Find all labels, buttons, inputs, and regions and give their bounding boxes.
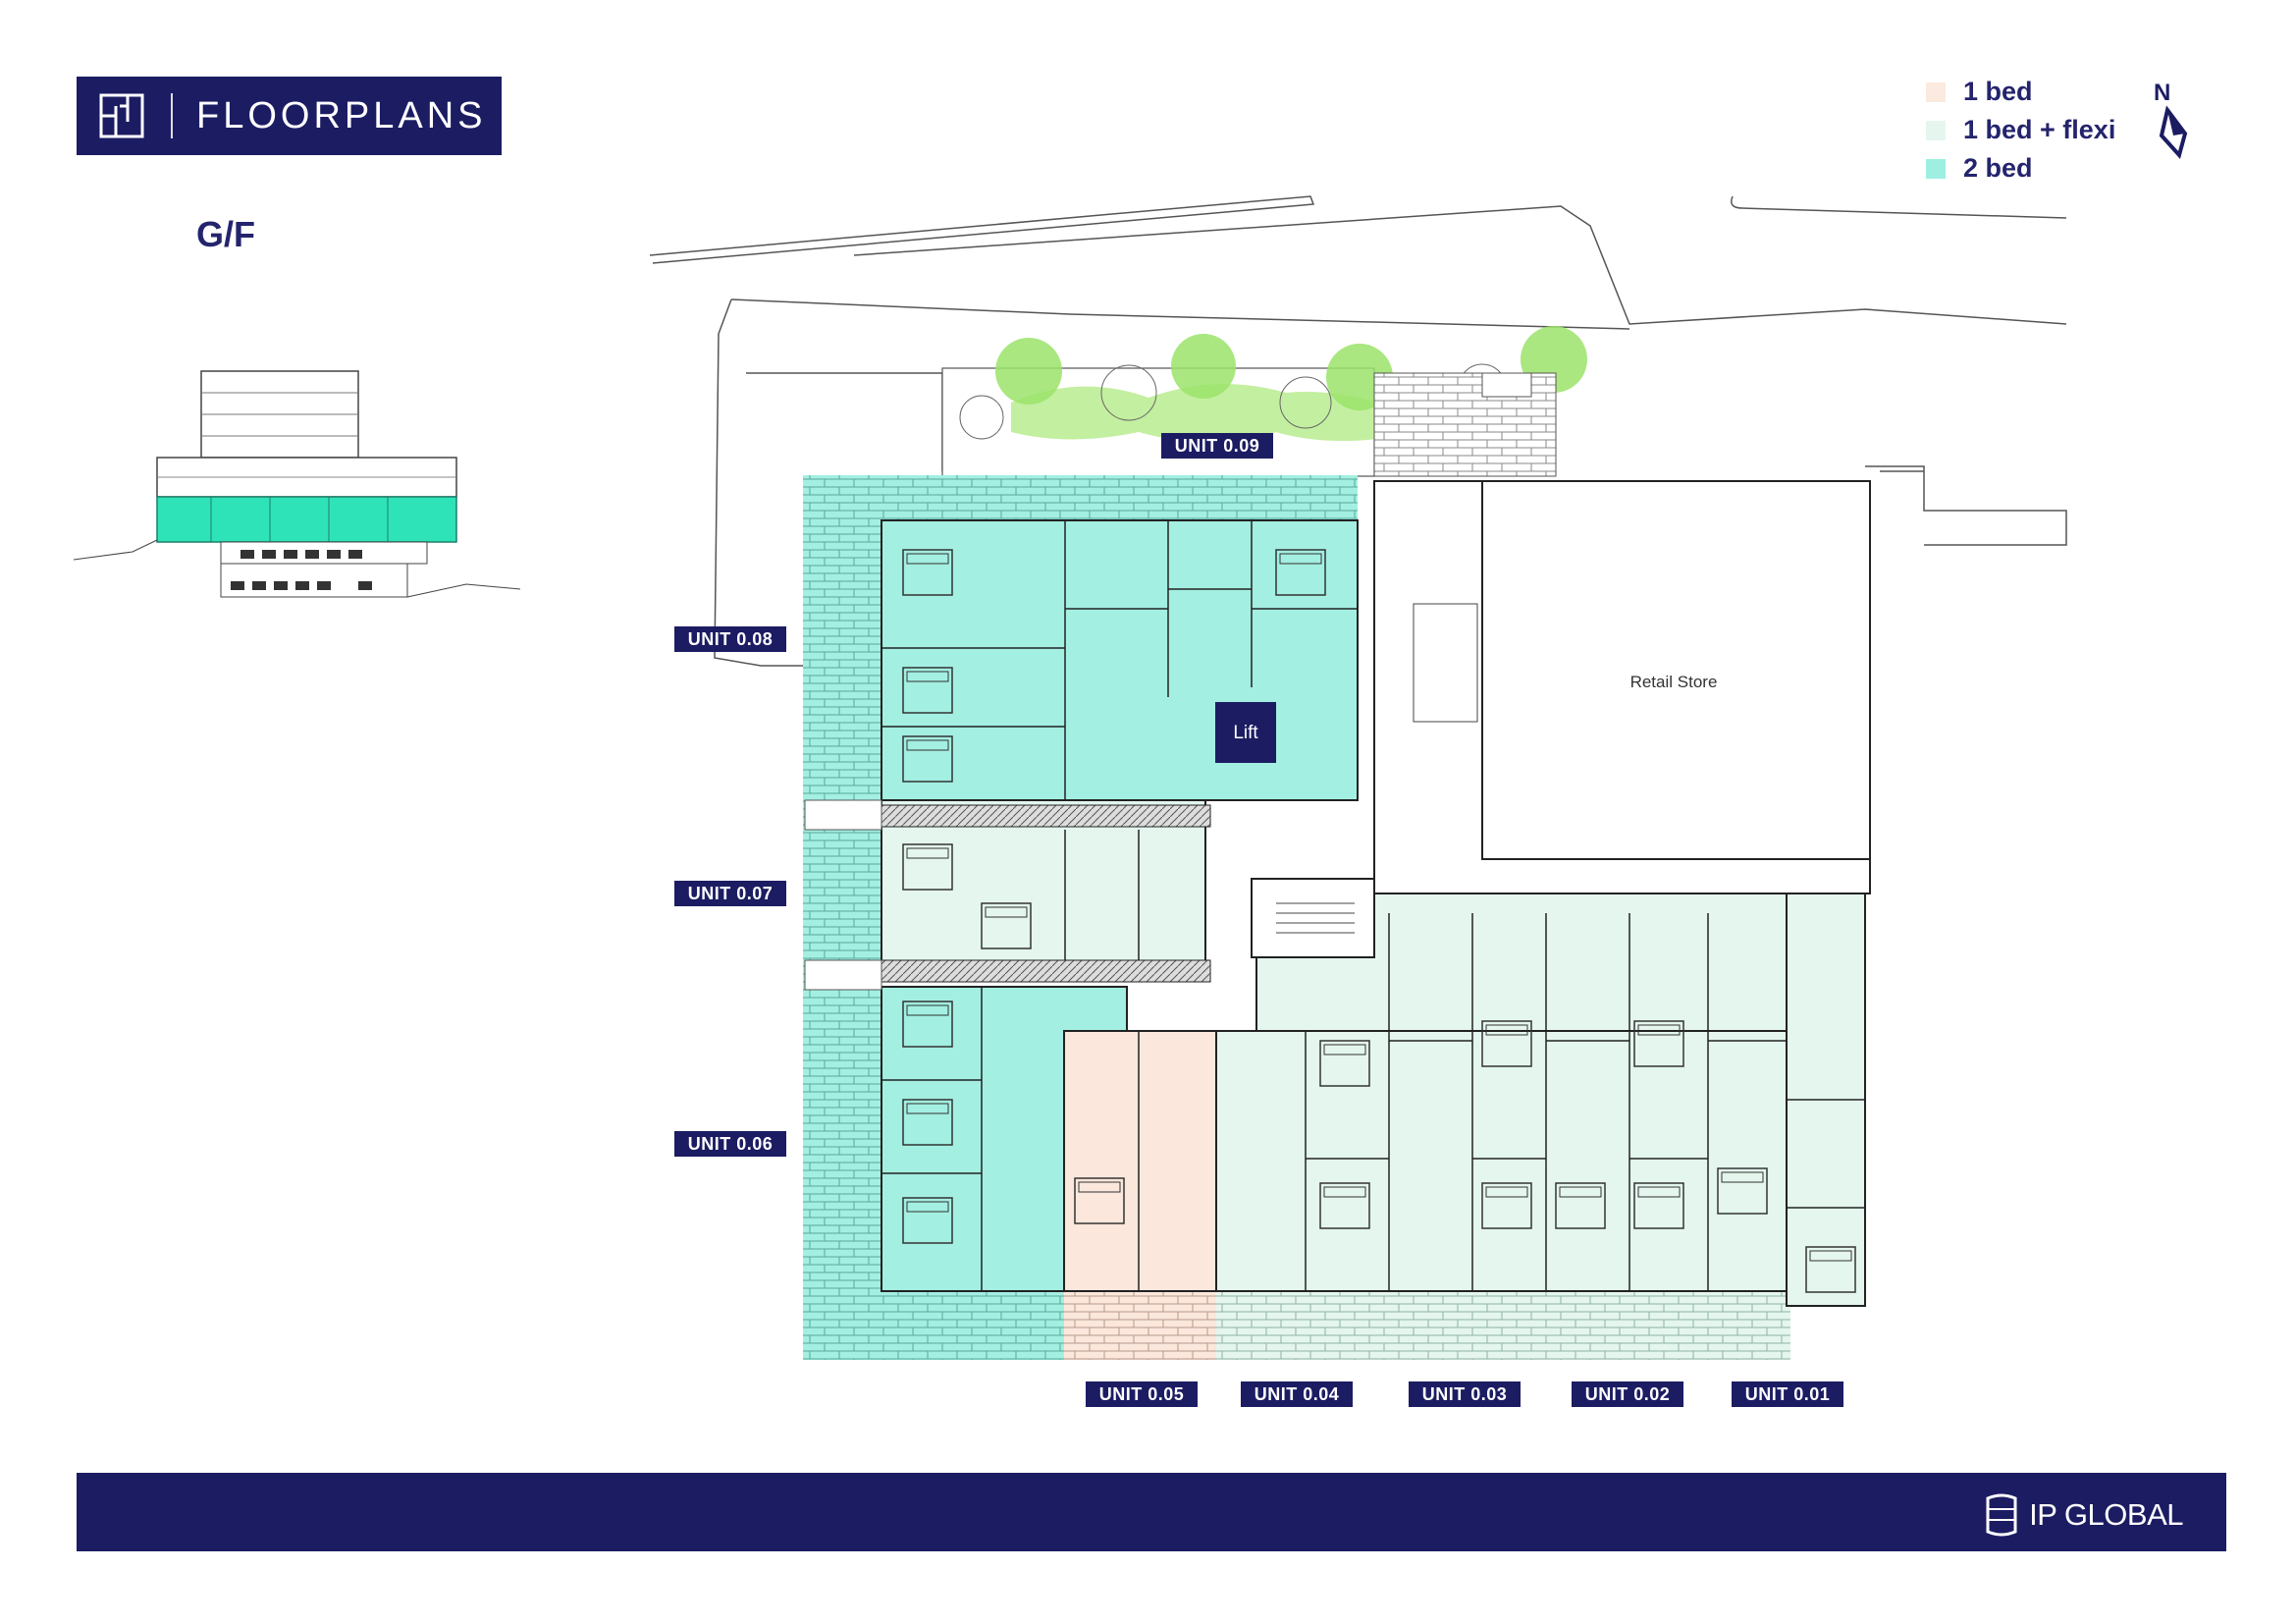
floor-plan: Lift Retail Store [649, 195, 2067, 1360]
unit-label-0-03[interactable]: UNIT 0.03 [1409, 1381, 1521, 1407]
floor-label: G/F [196, 214, 255, 254]
footer-brand-label: IP GLOBAL [2029, 1497, 2183, 1532]
legend-label: 1 bed + flexi [1963, 115, 2116, 144]
unit-label-0-07[interactable]: UNIT 0.07 [674, 881, 786, 906]
unit-label-0-05[interactable]: UNIT 0.05 [1086, 1381, 1198, 1407]
unit-label-0-02[interactable]: UNIT 0.02 [1572, 1381, 1683, 1407]
legend: 1 bed 1 bed + flexi 2 bed [1926, 73, 2115, 188]
lift-box [1215, 702, 1276, 763]
north-label: N [2154, 80, 2170, 106]
legend-label: 2 bed [1963, 153, 2033, 183]
ip-global-logo-icon [1986, 1493, 2017, 1537]
unit-label-0-06[interactable]: UNIT 0.06 [674, 1131, 786, 1157]
legend-label: 1 bed [1963, 77, 2033, 106]
unit-label-0-09[interactable]: UNIT 0.09 [1161, 433, 1273, 459]
legend-swatch [1926, 158, 1946, 179]
floorplans-header: FLOORPLANS [77, 77, 502, 155]
legend-swatch [1926, 120, 1946, 140]
header-divider [171, 93, 173, 138]
legend-item-1-bed-flexi: 1 bed + flexi [1926, 111, 2115, 149]
page-title: FLOORPLANS [196, 94, 487, 136]
footer-bar: IP GLOBAL [77, 1473, 2226, 1551]
floorplan-logo-icon [99, 93, 144, 138]
unit-label-0-01[interactable]: UNIT 0.01 [1732, 1381, 1843, 1407]
retail-store-label: Retail Store [1630, 673, 1718, 691]
legend-swatch [1926, 81, 1946, 102]
north-arrow-icon: N [2154, 80, 2188, 160]
building-elevation [74, 370, 521, 598]
footer-brand: IP GLOBAL [1984, 1492, 2183, 1538]
unit-label-0-08[interactable]: UNIT 0.08 [674, 626, 786, 652]
lift-label: Lift [1233, 723, 1258, 743]
legend-item-2-bed: 2 bed [1926, 149, 2115, 188]
legend-item-1-bed: 1 bed [1926, 73, 2115, 111]
unit-label-0-04[interactable]: UNIT 0.04 [1241, 1381, 1353, 1407]
